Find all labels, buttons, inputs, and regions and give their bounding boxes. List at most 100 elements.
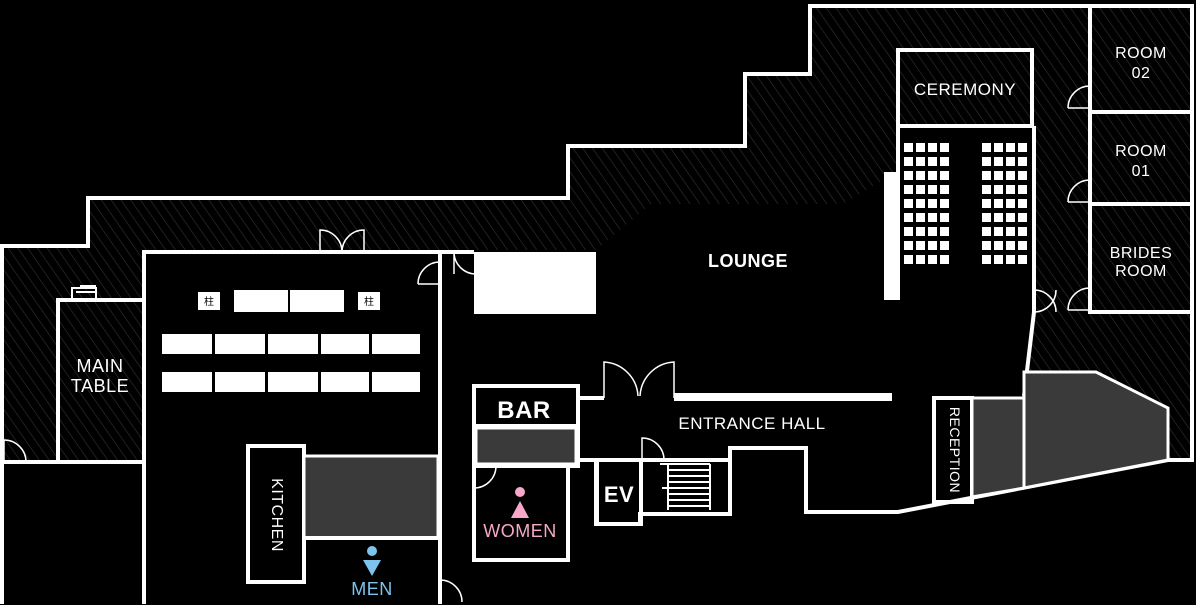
seat	[928, 143, 937, 152]
pillar-right	[358, 292, 380, 310]
seat	[940, 185, 949, 194]
seat	[1018, 185, 1027, 194]
table	[162, 334, 212, 354]
seat	[928, 199, 937, 208]
seat	[928, 157, 937, 166]
seat	[1006, 171, 1015, 180]
door-room-01	[1067, 179, 1091, 203]
door-entrance	[603, 361, 675, 398]
bar-label: BAR	[497, 397, 551, 424]
seat	[916, 143, 925, 152]
seat	[1006, 157, 1015, 166]
seat	[904, 227, 913, 236]
seat	[904, 241, 913, 250]
seat	[940, 199, 949, 208]
seat	[904, 199, 913, 208]
seat	[916, 255, 925, 264]
room-02-label-1: ROOM	[1115, 45, 1167, 62]
seat	[928, 241, 937, 250]
table	[372, 334, 420, 354]
seat	[1018, 171, 1027, 180]
seat	[1006, 213, 1015, 222]
reception-label: RECEPTION	[947, 407, 963, 493]
seat	[994, 143, 1003, 152]
room-02-label-2: 02	[1132, 65, 1151, 82]
seat	[916, 157, 925, 166]
seat	[1018, 143, 1027, 152]
door-men	[439, 579, 463, 603]
table	[268, 372, 318, 392]
seat	[916, 241, 925, 250]
seat	[982, 255, 991, 264]
seat	[916, 227, 925, 236]
seat	[1018, 199, 1027, 208]
seat	[982, 227, 991, 236]
seat	[928, 213, 937, 222]
seat	[994, 255, 1003, 264]
table	[372, 372, 420, 392]
seat	[1018, 255, 1027, 264]
seat	[904, 171, 913, 180]
stairs	[639, 458, 732, 516]
seat	[940, 227, 949, 236]
seat	[928, 227, 937, 236]
seat	[982, 241, 991, 250]
pillar-left-label: 柱	[204, 295, 214, 308]
door-room-02	[1067, 85, 1091, 109]
door-brides-room	[1067, 287, 1091, 311]
brides-room-label-2: ROOM	[1115, 263, 1167, 280]
table	[321, 372, 369, 392]
seat	[1018, 227, 1027, 236]
seat	[940, 213, 949, 222]
main-table-label-2: TABLE	[71, 376, 129, 396]
seat	[994, 157, 1003, 166]
stair-steps	[660, 463, 711, 510]
door-stairs	[641, 437, 665, 461]
ev-label: EV	[604, 482, 634, 507]
door-main-table	[3, 439, 27, 463]
table	[162, 372, 212, 392]
seat	[928, 255, 937, 264]
hatched-terrace	[4, 6, 1192, 462]
seat	[994, 171, 1003, 180]
table	[215, 334, 265, 354]
room-01-label-1: ROOM	[1115, 143, 1167, 160]
table	[215, 372, 265, 392]
seat	[1006, 185, 1015, 194]
seat	[1006, 227, 1015, 236]
woman-icon	[511, 487, 529, 518]
seat	[982, 199, 991, 208]
bar-counter	[474, 426, 578, 466]
table	[321, 334, 369, 354]
hatched-lower	[1026, 312, 1192, 460]
seat	[904, 213, 913, 222]
lounge-counter	[474, 252, 596, 314]
brides-room-label-1: BRIDES	[1110, 245, 1173, 262]
main-table-step	[71, 287, 97, 301]
seat	[904, 143, 913, 152]
seat	[904, 185, 913, 194]
seat	[940, 143, 949, 152]
kitchen-counter	[302, 454, 440, 540]
seat	[940, 255, 949, 264]
seat	[982, 185, 991, 194]
table	[290, 290, 344, 312]
men-label: MEN	[351, 579, 393, 599]
seat	[994, 185, 1003, 194]
pillar-left	[198, 292, 220, 310]
seat	[1006, 255, 1015, 264]
seat	[904, 255, 913, 264]
ceremony-seats	[904, 143, 1027, 264]
seat	[916, 213, 925, 222]
brides-room	[1088, 202, 1194, 314]
seat	[1006, 199, 1015, 208]
seat	[940, 171, 949, 180]
door-main-hall-top	[319, 229, 365, 253]
entrance-hall-label: ENTRANCE HALL	[678, 414, 825, 433]
seat	[994, 213, 1003, 222]
seat	[1018, 241, 1027, 250]
door-ceremony-2	[1033, 289, 1057, 313]
seat	[916, 185, 925, 194]
lobby-area	[1022, 370, 1170, 490]
